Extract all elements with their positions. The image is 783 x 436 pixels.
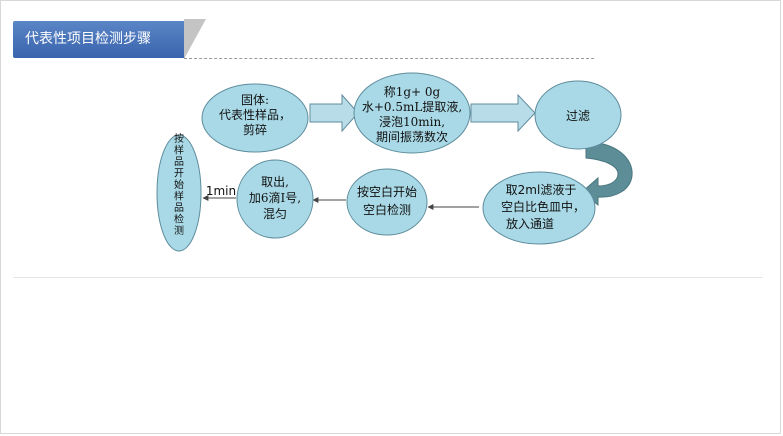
slide-title: 代表性项目检测步骤 [13, 21, 185, 58]
node-filter [534, 80, 622, 150]
node-weigh-extract-line-2: 水+0.5mL提取液, [362, 99, 462, 114]
node-blank-test-line-2: 空白检测 [363, 202, 411, 217]
node-weigh-extract [353, 72, 471, 154]
node-add-reagent-line-1: 取出, [261, 175, 289, 189]
node-filter-line-1: 过滤 [566, 109, 590, 123]
node-weigh-extract-line-1: 称1g+ 0g [384, 85, 441, 99]
node-sample-test-vertical-text: 按样品开始样品检测 [174, 132, 184, 237]
node-blank-test [346, 168, 428, 236]
title-underline [184, 58, 594, 59]
node-solid-sample-line-2: 代表性样品， [219, 107, 291, 122]
block-arrow-1 [309, 93, 359, 133]
node-blank-cuvette-line-1: 取2ml滤液于 [506, 182, 577, 197]
node-weigh-extract-line-4: 期间振荡数次 [376, 129, 448, 144]
node-add-reagent [236, 159, 314, 239]
node-solid-sample [201, 83, 309, 153]
node-blank-cuvette-line-3: 放入通道 [506, 216, 554, 231]
node-blank-test-line-1: 按空白开始 [357, 184, 417, 199]
node-add-reagent-line-3: 混匀 [263, 207, 287, 221]
node-blank-cuvette [482, 171, 596, 245]
node-solid-sample-line-3: 剪碎 [243, 122, 267, 137]
node-weigh-extract-line-3: 浸泡10min, [379, 115, 445, 129]
block-arrow-2 [470, 93, 536, 133]
content-divider [13, 277, 763, 278]
node-sample-test [156, 134, 202, 252]
title-decoration [184, 19, 206, 59]
node-blank-cuvette-line-2: 空白比色皿中， [501, 199, 585, 214]
edge-label-1min: 1min [206, 184, 236, 198]
node-add-reagent-line-2: 加6滴Ⅰ号, [249, 190, 301, 205]
node-solid-sample-line-1: 固体: [241, 93, 269, 107]
